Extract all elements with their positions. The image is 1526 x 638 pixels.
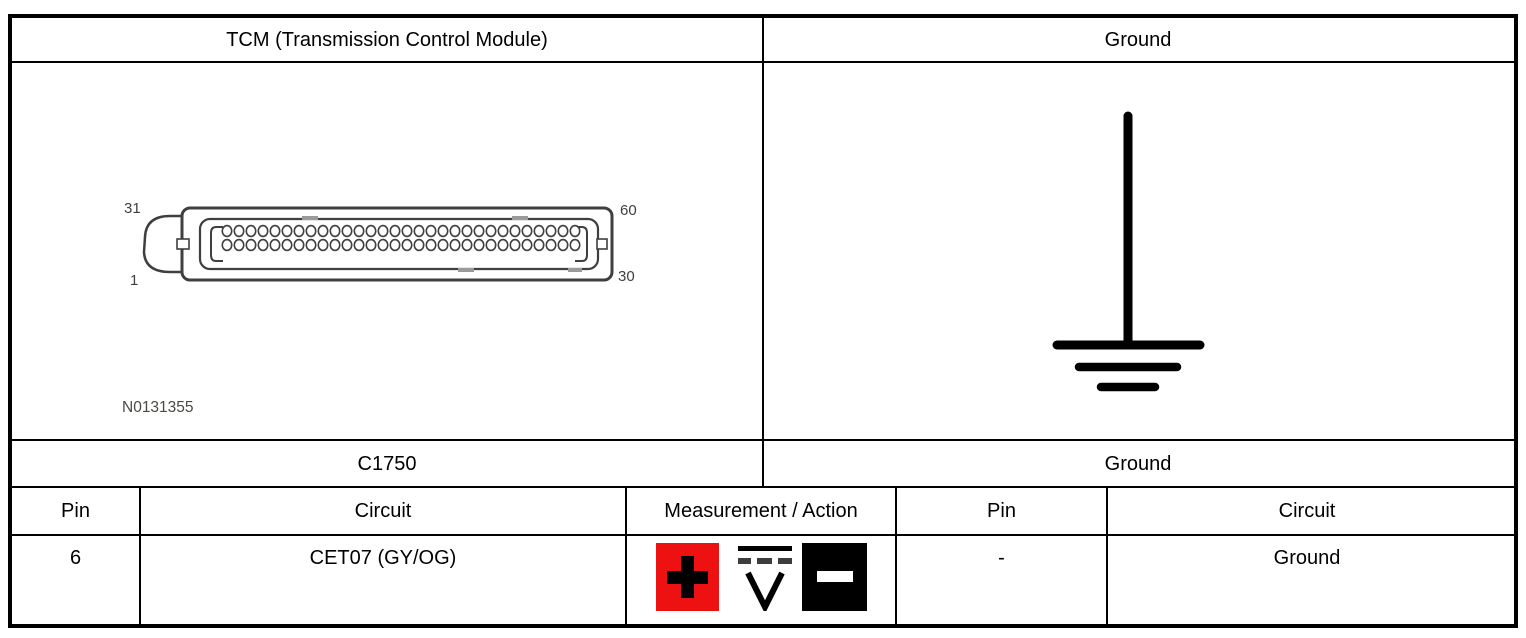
ground-symbol-icon [1052,111,1205,392]
pin-label-top-left: 31 [124,200,141,217]
header-circuit-right: Circuit [1106,488,1506,534]
connector-key-left [176,238,190,250]
measurement-action-cell [625,536,895,624]
ground-symbol-cell [762,63,1512,439]
pin-label-top-right: 60 [620,202,637,219]
diagram-row: 31 1 60 30 N0131355 [12,63,1514,441]
connector-bracket-right [575,226,588,262]
tcm-connector-icon: 31 1 60 30 N0131355 [122,200,637,416]
header-pin-left: Pin [61,500,90,522]
notch-tick [302,216,318,220]
header-circuit-left: Circuit [139,488,625,534]
pin-label-bottom-right: 30 [618,268,635,285]
part-number: N0131355 [122,399,194,416]
dc-voltage-meter-icon [737,546,792,611]
ground-title: Ground [762,18,1512,61]
ground-label: Ground [762,441,1512,486]
positive-lead-icon [655,543,719,611]
test-data-row: 6 CET07 (GY/OG) [12,536,1514,624]
header-pin-right: Pin [895,488,1106,534]
section-title-row: TCM (Transmission Control Module) Ground [12,18,1514,63]
pinout-test-sheet: TCM (Transmission Control Module) Ground… [8,14,1518,628]
column-header-row: Pin Circuit Measurement / Action Pin Cir… [12,488,1514,536]
connector-name: C1750 [357,452,417,475]
value-pin-right: - [895,536,1106,624]
measurement-icon-strip [655,543,867,611]
connector-pin-field [221,224,581,252]
connector-wing [142,214,192,274]
notch-tick [512,216,528,220]
connector-key-right [596,238,608,250]
notch-tick [458,268,474,272]
module-title: TCM (Transmission Control Module) [226,28,548,51]
connector-name-row: C1750 Ground [12,441,1514,488]
value-circuit-left: CET07 (GY/OG) [139,536,625,624]
value-pin-left: 6 [69,547,82,569]
connector-bracket-left [210,226,223,262]
header-measurement: Measurement / Action [625,488,895,534]
value-circuit-right: Ground [1106,536,1506,624]
notch-tick [568,268,582,272]
pin-label-bottom-left: 1 [130,272,138,289]
connector-diagram-cell: 31 1 60 30 N0131355 [12,63,762,439]
negative-lead-icon [801,543,867,611]
